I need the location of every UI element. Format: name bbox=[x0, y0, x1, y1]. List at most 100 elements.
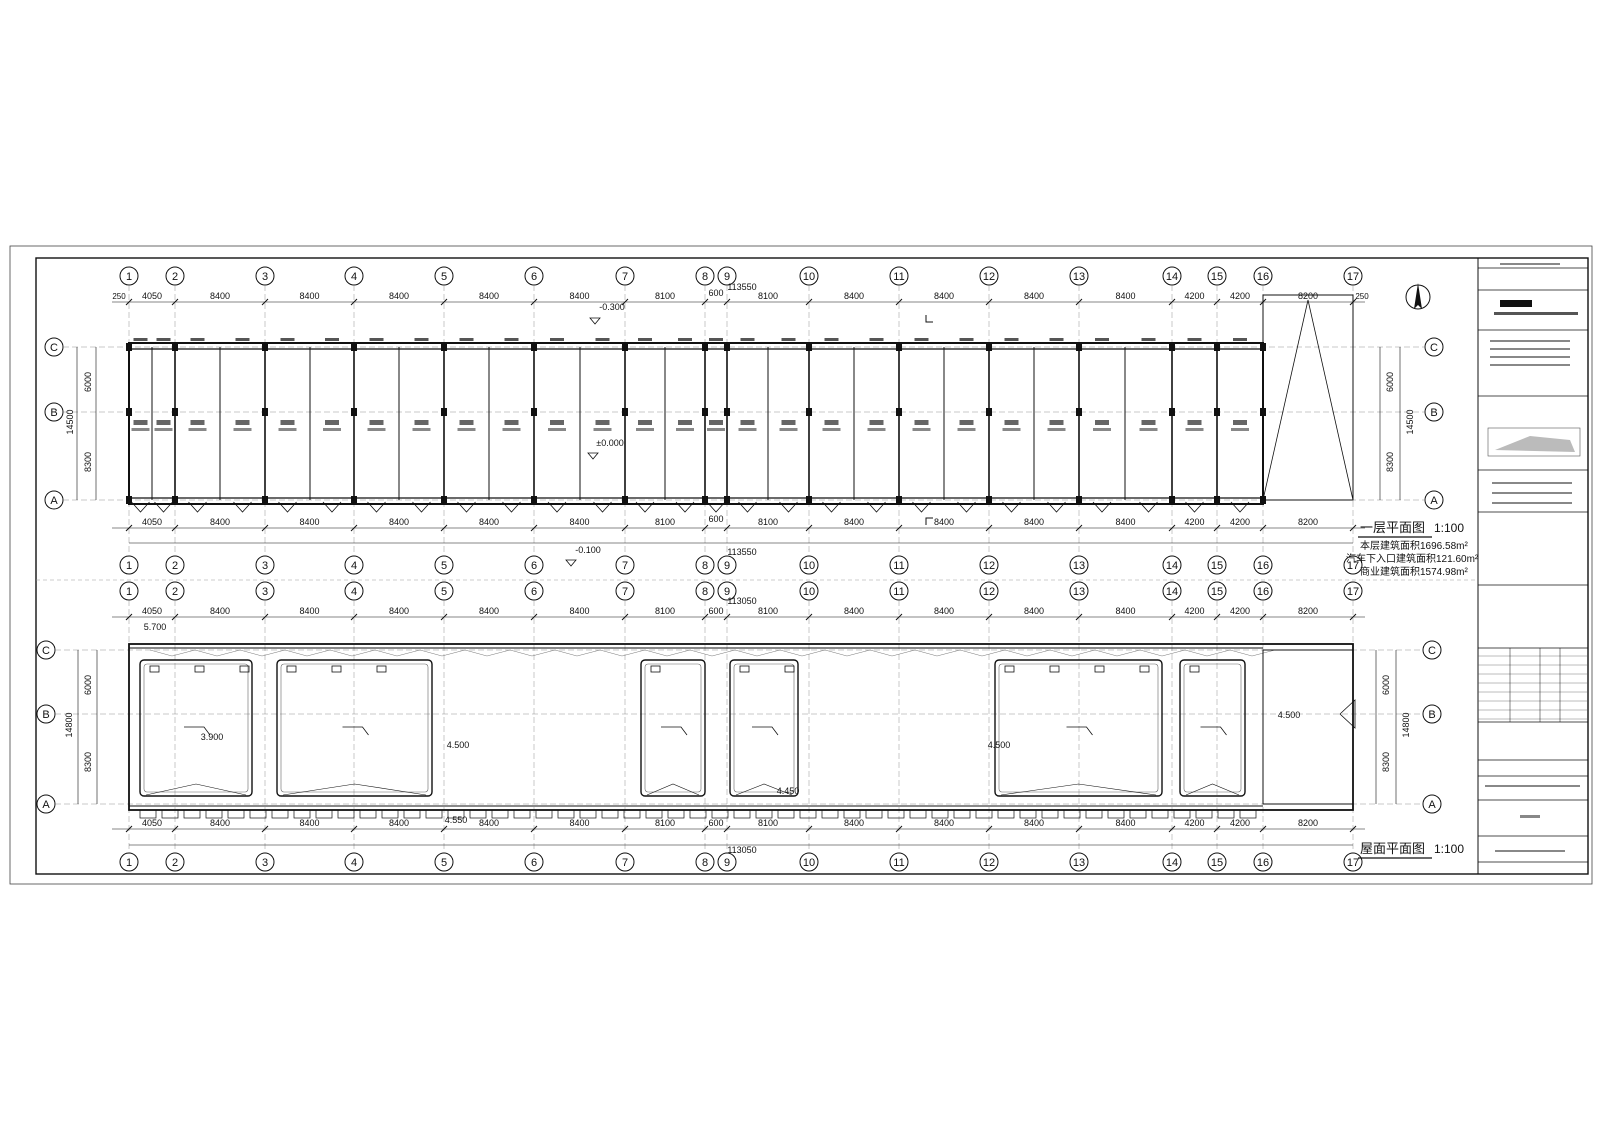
p2-axis-bottom-13-label: 13 bbox=[1073, 857, 1085, 869]
p1-span-bottom-4: 8400 bbox=[389, 517, 409, 527]
p2-span-top-11: 8400 bbox=[934, 606, 954, 616]
p2-level-roof3: 4.500 bbox=[1278, 710, 1301, 720]
p2-span-bottom-4: 8400 bbox=[389, 818, 409, 828]
p2-span-top-1: 4050 bbox=[142, 606, 162, 616]
p1-dim-left-total: 14500 bbox=[65, 409, 75, 434]
p2-roof-unit-4 bbox=[729, 659, 799, 797]
p1-axis-left-C-label: C bbox=[50, 342, 58, 354]
p2-span-top-10: 8400 bbox=[844, 606, 864, 616]
p1-axis-bottom-12-label: 12 bbox=[983, 560, 995, 572]
p1-span-top-16: 8200 bbox=[1298, 291, 1318, 301]
p2-axis-top-17-label: 17 bbox=[1347, 586, 1359, 598]
p2-axis-top-16-label: 16 bbox=[1257, 586, 1269, 598]
p1-span-bottom-2: 8400 bbox=[210, 517, 230, 527]
p2-span-bottom-5: 8400 bbox=[479, 818, 499, 828]
p2-axis-top-7-label: 7 bbox=[622, 586, 628, 598]
p2-axis-top-10-label: 10 bbox=[803, 586, 815, 598]
p1-axis-top-17-label: 17 bbox=[1347, 271, 1359, 283]
p1-axis-top-16-label: 16 bbox=[1257, 271, 1269, 283]
p2-span-bottom-1: 4050 bbox=[142, 818, 162, 828]
p2-axis-right-C-bubble bbox=[1422, 640, 1442, 660]
p1-axis-bottom-10-label: 10 bbox=[803, 560, 815, 572]
p1-axis-top-14-label: 14 bbox=[1166, 271, 1178, 283]
p2-axis-bottom-2-label: 2 bbox=[172, 857, 178, 869]
p2-axis-left-C-label: C bbox=[42, 645, 50, 657]
p2-axis-top-8-label: 8 bbox=[702, 586, 708, 598]
p2-axis-bottom-6-label: 6 bbox=[531, 857, 537, 869]
p2-total-top: 113050 bbox=[727, 596, 756, 606]
p2-dim-left-upper: 6000 bbox=[83, 675, 93, 695]
p1-axis-bottom-13-label: 13 bbox=[1073, 560, 1085, 572]
p2-span-bottom-3: 8400 bbox=[299, 818, 319, 828]
p2-dim-left-total: 14800 bbox=[64, 712, 74, 737]
p2-axis-top-4-label: 4 bbox=[351, 586, 357, 598]
p1-span-bottom-3: 8400 bbox=[299, 517, 319, 527]
p1-span-bottom-8: 600 bbox=[708, 514, 723, 524]
p1-axis-bottom-2-label: 2 bbox=[172, 560, 178, 572]
p1-axis-right-A-label: A bbox=[1430, 495, 1438, 507]
p2-span-top-15: 4200 bbox=[1230, 606, 1250, 616]
p2-axis-top-3-label: 3 bbox=[262, 586, 268, 598]
p1-axis-bottom-6-label: 6 bbox=[531, 560, 537, 572]
p1-span-top-8: 600 bbox=[708, 288, 723, 298]
p1-span-top-13: 8400 bbox=[1115, 291, 1135, 301]
p2-axis-left-A-label: A bbox=[42, 799, 50, 811]
p2-dim-right-total: 14800 bbox=[1401, 712, 1411, 737]
p1-axis-top-15-label: 15 bbox=[1211, 271, 1223, 283]
p2-axis-bottom-8-label: 8 bbox=[702, 857, 708, 869]
title-block bbox=[1477, 257, 1589, 875]
p2-roof-unit-5 bbox=[994, 659, 1163, 797]
p2-span-top-2: 8400 bbox=[210, 606, 230, 616]
p2-axis-top-15-label: 15 bbox=[1211, 586, 1223, 598]
p1-span-top-12: 8400 bbox=[1024, 291, 1044, 301]
p2-span-top-5: 8400 bbox=[479, 606, 499, 616]
p1-axis-bottom-8-label: 8 bbox=[702, 560, 708, 572]
p2-total-bottom: 113050 bbox=[727, 845, 756, 855]
p2-span-top-4: 8400 bbox=[389, 606, 409, 616]
p1-span-top-1: 4050 bbox=[142, 291, 162, 301]
p2-span-top-8: 600 bbox=[708, 606, 723, 616]
p1-axis-top-3-label: 3 bbox=[262, 271, 268, 283]
plan2-title: 屋面平面图 bbox=[1360, 841, 1425, 856]
p1-span-top-11: 8400 bbox=[934, 291, 954, 301]
p1-span-bottom-10: 8400 bbox=[844, 517, 864, 527]
p2-level-roof2: 4.500 bbox=[988, 740, 1011, 750]
p2-level-low2: 4.550 bbox=[445, 815, 468, 825]
p2-ramp-canopy bbox=[1262, 649, 1354, 805]
p2-roof-unit-2 bbox=[276, 659, 433, 797]
p2-axis-bottom-16-label: 16 bbox=[1257, 857, 1269, 869]
p2-axis-bottom-15-label: 15 bbox=[1211, 857, 1223, 869]
p1-axis-right-C-label: C bbox=[1430, 342, 1438, 354]
p2-span-top-9: 8100 bbox=[758, 606, 778, 616]
area-note-3: 商业建筑面积1574.98m² bbox=[1360, 565, 1468, 578]
p2-axis-right-C-label: C bbox=[1428, 645, 1436, 657]
p1-building-outline bbox=[128, 342, 1264, 505]
p2-axis-top-2-label: 2 bbox=[172, 586, 178, 598]
p2-span-bottom-7: 8100 bbox=[655, 818, 675, 828]
p1-span-bottom-13: 8400 bbox=[1115, 517, 1135, 527]
p1-span-top-4: 8400 bbox=[389, 291, 409, 301]
p1-axis-bottom-11-label: 11 bbox=[893, 560, 904, 572]
p2-span-bottom-9: 8100 bbox=[758, 818, 778, 828]
p2-span-top-7: 8100 bbox=[655, 606, 675, 616]
p2-axis-top-11-label: 11 bbox=[893, 586, 904, 598]
p1-edge-offset-left: 250 bbox=[112, 292, 126, 301]
p1-axis-top-8-label: 8 bbox=[702, 271, 708, 283]
p2-span-bottom-14: 4200 bbox=[1184, 818, 1204, 828]
sheet-outer-border bbox=[9, 245, 1593, 885]
p1-span-bottom-9: 8100 bbox=[758, 517, 778, 527]
p2-roof-unit-6 bbox=[1179, 659, 1246, 797]
p1-span-bottom-16: 8200 bbox=[1298, 517, 1318, 527]
p2-span-bottom-10: 8400 bbox=[844, 818, 864, 828]
plan1-scale: 1:100 bbox=[1434, 521, 1464, 535]
p2-axis-right-A-label: A bbox=[1428, 799, 1436, 811]
p1-span-top-6: 8400 bbox=[569, 291, 589, 301]
p2-axis-bottom-5-label: 5 bbox=[441, 857, 447, 869]
p1-span-bottom-14: 4200 bbox=[1184, 517, 1204, 527]
p1-axis-top-2-label: 2 bbox=[172, 271, 178, 283]
p2-dim-right-upper: 6000 bbox=[1381, 675, 1391, 695]
p2-axis-top-9-label: 9 bbox=[724, 586, 730, 598]
p2-level-low1: 4.450 bbox=[777, 786, 800, 796]
area-note-2: 汽车下入口建筑面积121.60m² bbox=[1346, 552, 1479, 565]
p1-axis-top-4-label: 4 bbox=[351, 271, 357, 283]
